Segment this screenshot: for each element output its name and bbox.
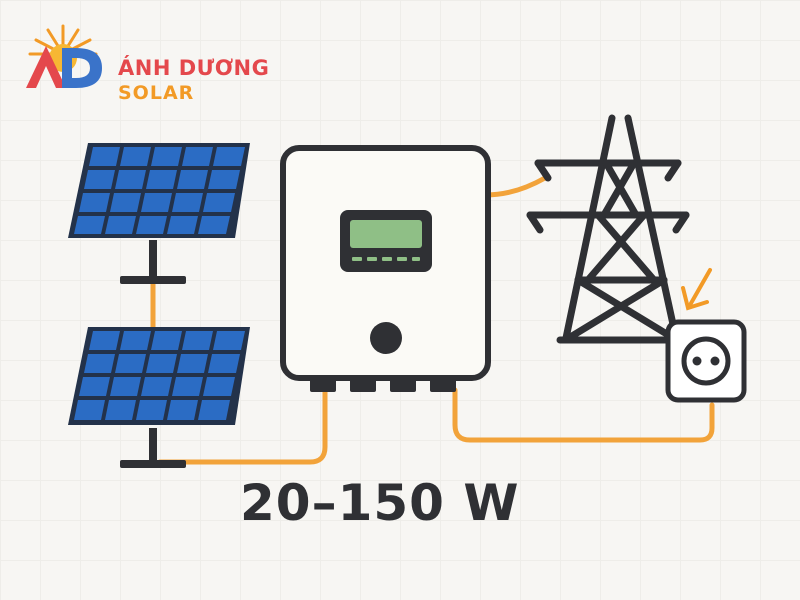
power-range-label: 20–150 W — [240, 474, 520, 532]
inverter-icon — [280, 145, 491, 392]
transmission-tower-icon — [526, 114, 690, 344]
brand-logo: ÁNH DƯƠNG SOLAR — [18, 18, 269, 104]
solar-panel-icon — [68, 327, 250, 468]
inverter-to-grid-cable — [483, 175, 548, 198]
inverter-to-outlet-cable — [452, 387, 715, 443]
brand-name-line1: ÁNH DƯƠNG — [118, 56, 270, 80]
panel-to-inverter-cable — [157, 387, 328, 465]
sun-icon — [26, 24, 102, 88]
solar-panel-icon — [68, 143, 250, 284]
power-outlet-icon — [665, 319, 747, 403]
arrow-icon — [681, 268, 712, 311]
brand-name-line2: SOLAR — [118, 82, 195, 104]
